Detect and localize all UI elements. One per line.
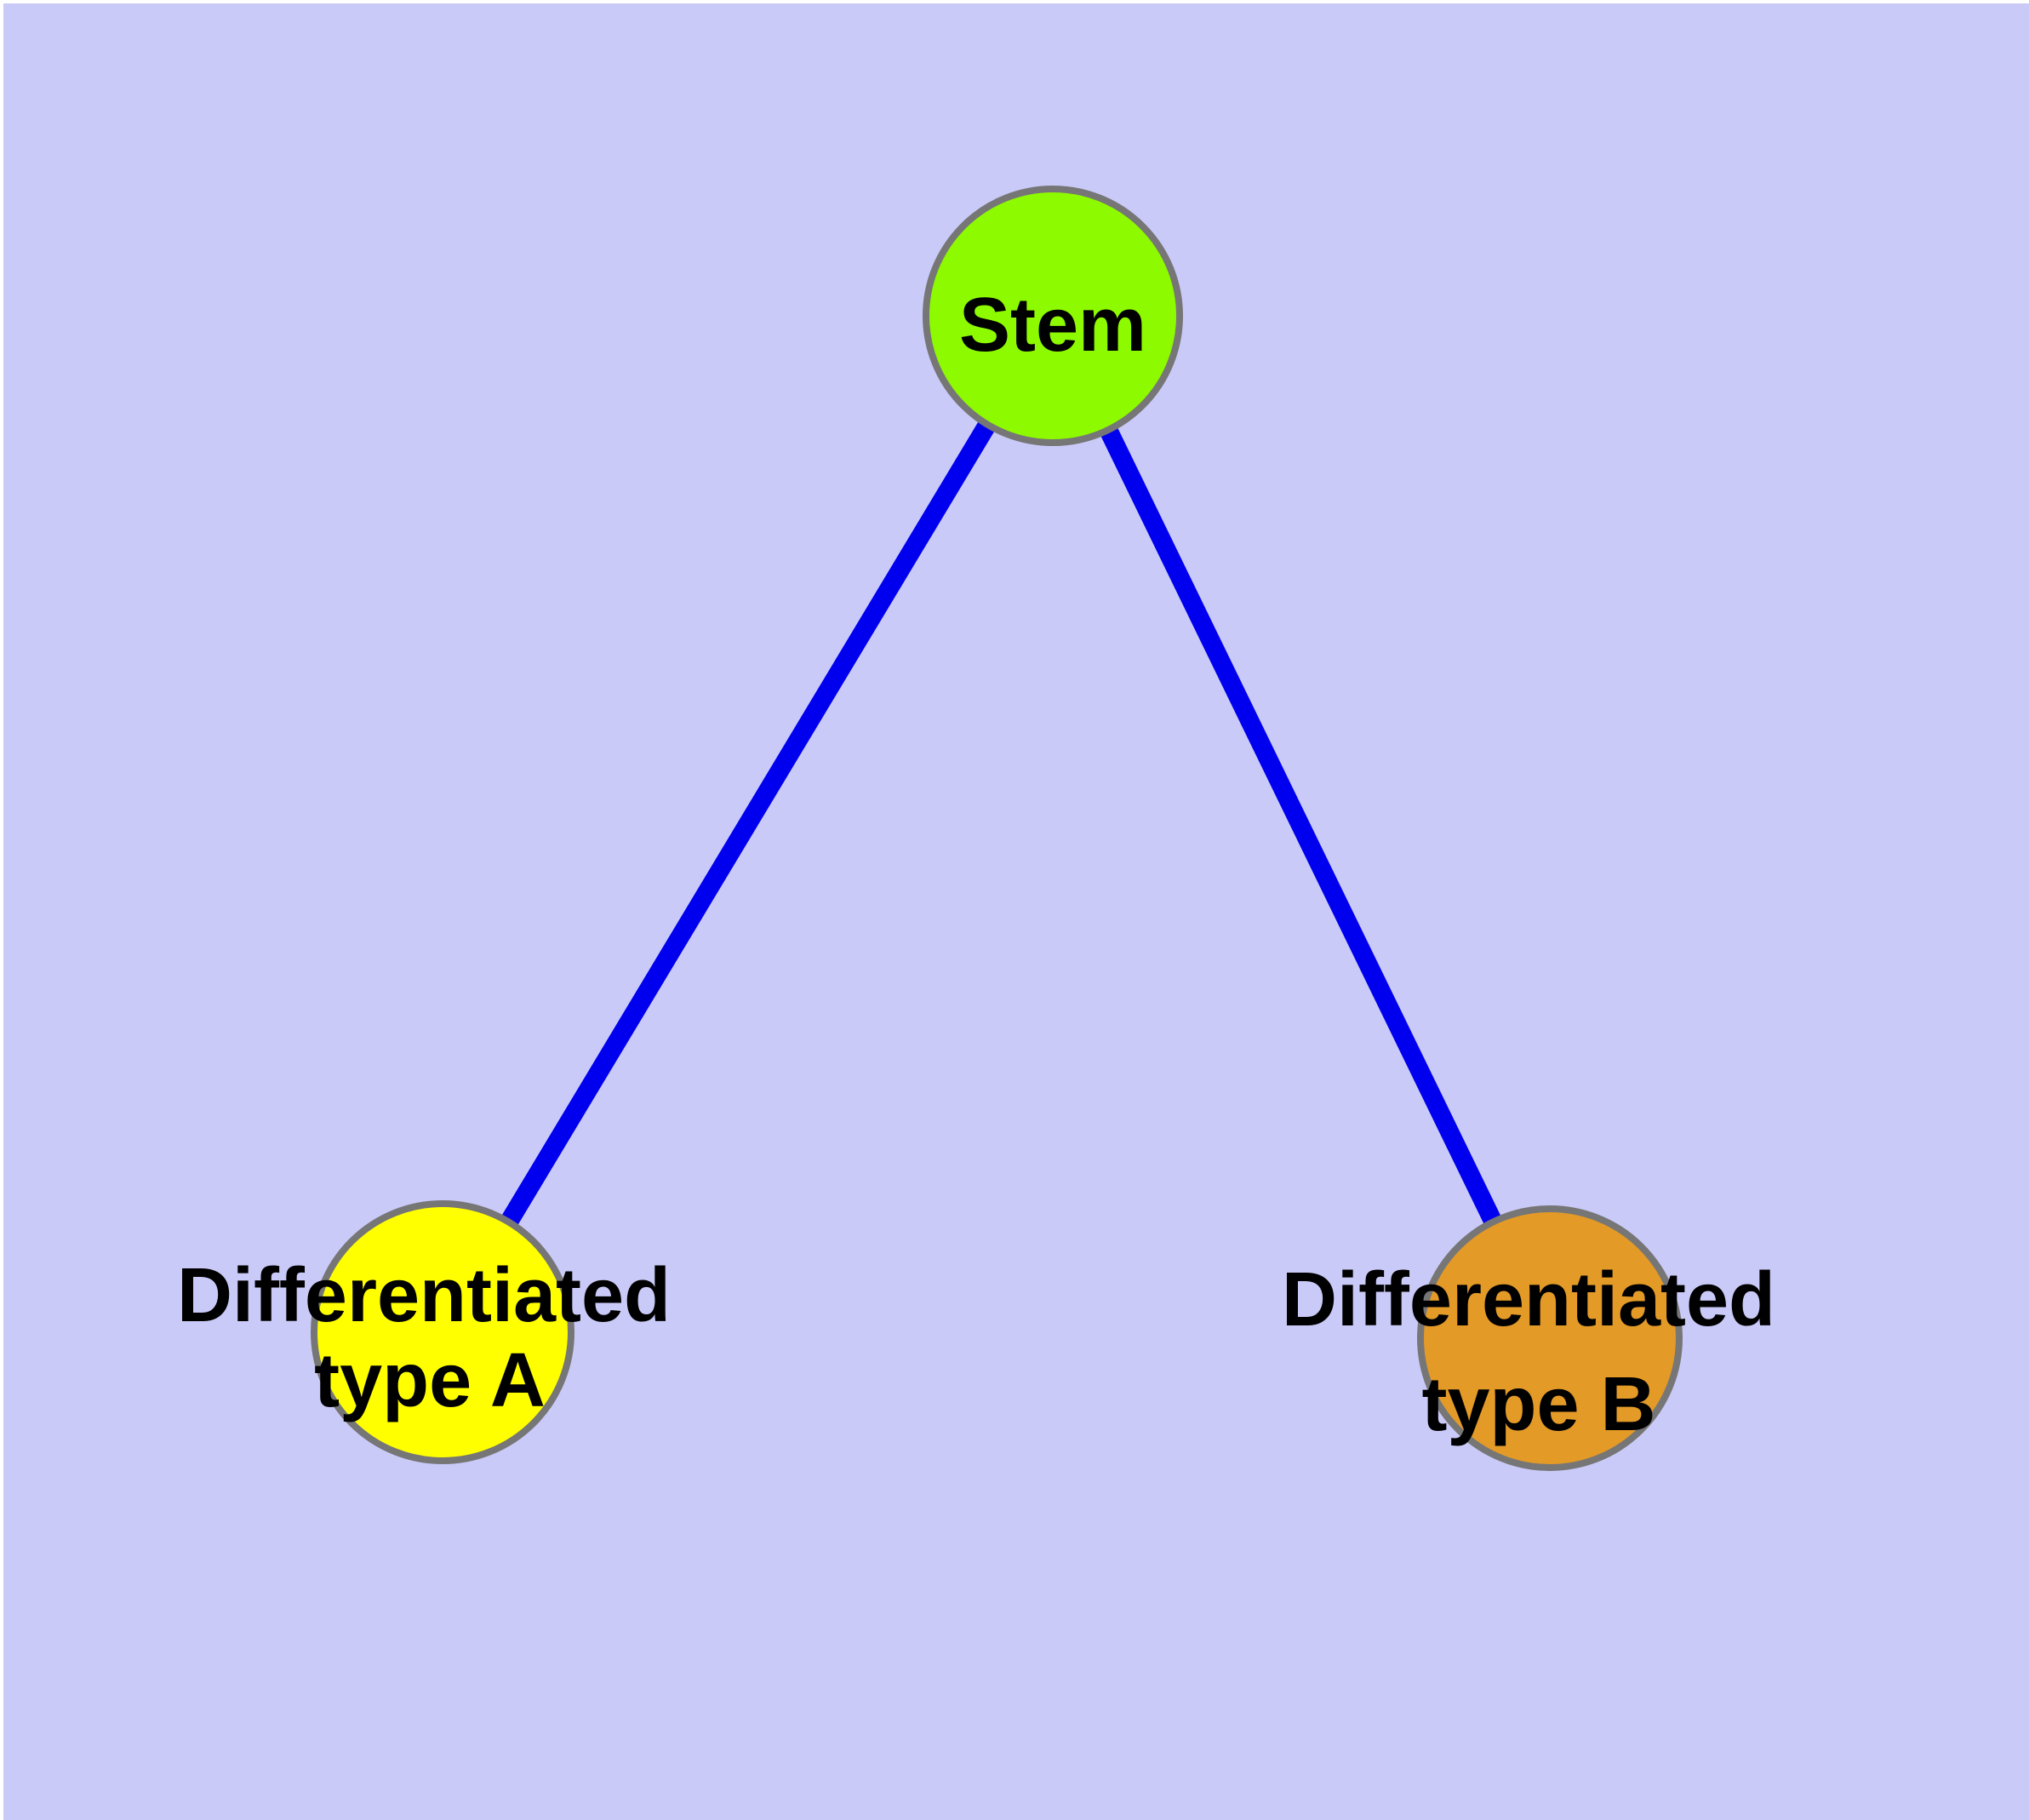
node-type-a-label-line2: type A [314,1338,546,1423]
node-type-b-label-line2: type B [1421,1362,1655,1447]
node-type-b-circle [1417,1205,1683,1471]
node-type-a-label-line1: Differentiated [177,1253,671,1338]
edge-stem-to-type-b [1044,312,1558,1342]
node-stem-label: Stem [959,283,1146,368]
node-type-a-circle [311,1200,574,1464]
node-type-b-label-line1: Differentiated [1282,1257,1775,1342]
node-stem-circle [923,186,1183,446]
edge-stem-to-type-a [434,311,1061,1337]
